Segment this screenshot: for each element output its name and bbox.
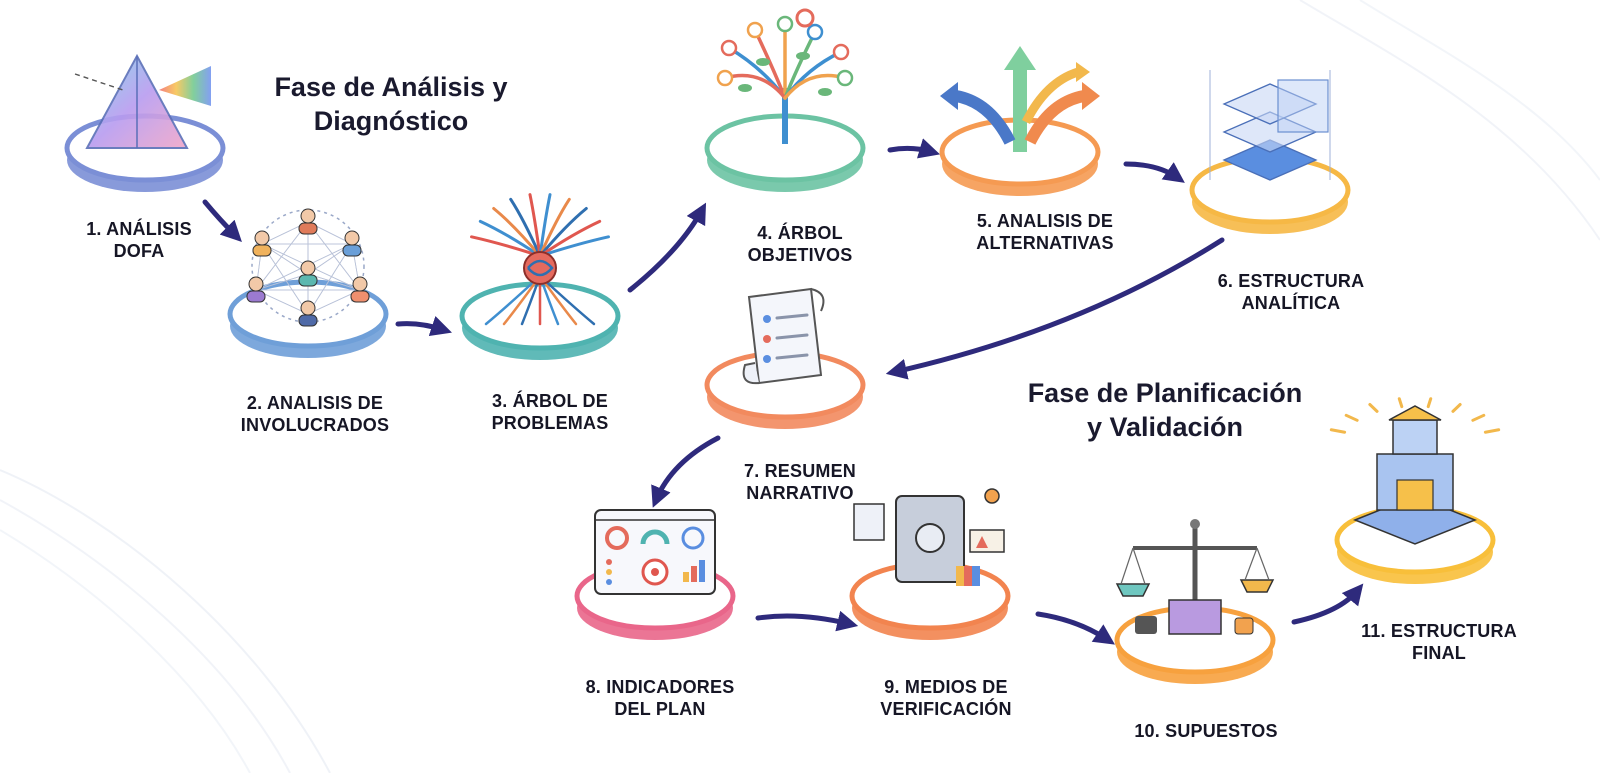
- phase-title-line: y Validación: [1086, 412, 1244, 442]
- step-label-3: 3. ÁRBOL DE PROBLEMAS: [470, 390, 630, 434]
- arrow-1-to-2: [202, 199, 242, 242]
- step-11-node: [1329, 397, 1501, 584]
- problem-tree-icon: [470, 193, 610, 326]
- phase-title-line: Diagnóstico: [313, 106, 469, 136]
- building-icon: [1329, 397, 1501, 545]
- arrow-5-to-6: [1123, 161, 1185, 183]
- step-label-line: 8. INDICADORES: [585, 677, 735, 697]
- step-label-line: VERIFICACIÓN: [880, 699, 1012, 719]
- arrow-7-to-8: [651, 435, 721, 508]
- step-label-line: 5. ANALISIS DE: [976, 211, 1114, 231]
- step-3-node: [459, 193, 621, 360]
- step-label-10: 10. SUPUESTOS: [1116, 720, 1296, 742]
- arrow-8-to-9: [755, 610, 859, 632]
- step-10-node: [1114, 519, 1276, 684]
- balance-scale-icon: [1115, 519, 1275, 635]
- phase-title-analysis: Fase de Análisis y Diagnóstico: [246, 70, 536, 138]
- arrow-10-to-11: [1291, 583, 1364, 625]
- step-label-line: 3. ÁRBOL DE: [492, 391, 608, 411]
- step-label-line: 4. ÁRBOL: [757, 223, 843, 243]
- step-label-line: FINAL: [1412, 643, 1466, 663]
- step-2-node: [227, 208, 389, 358]
- step-1-node: [64, 53, 226, 192]
- step-label-line: 2. ANALISIS DE: [246, 393, 384, 413]
- step-label-4: 4. ÁRBOL OBJETIVOS: [720, 222, 880, 266]
- step-label-line: DEL PLAN: [614, 699, 706, 719]
- flow-arrows: [202, 138, 1364, 645]
- step-8-node: [574, 509, 736, 640]
- phase-title-line: Fase de Análisis y: [274, 72, 508, 102]
- step-label-line: NARRATIVO: [746, 483, 854, 503]
- step-label-line: 11. ESTRUCTURA: [1361, 621, 1517, 641]
- step-9-node: [849, 488, 1011, 640]
- step-4-node: [704, 8, 866, 192]
- step-label-line: 7. RESUMEN: [743, 461, 857, 481]
- arrow-3-to-4: [627, 202, 707, 293]
- step-label-8: 8. INDICADORES DEL PLAN: [570, 676, 750, 720]
- step-label-line: 6. ESTRUCTURA: [1217, 271, 1365, 291]
- phase-title-planning: Fase de Planificación y Validación: [1000, 376, 1330, 444]
- step-label-line: 1. ANÁLISIS: [86, 219, 192, 239]
- document-scroll-icon: [742, 287, 825, 385]
- layered-blueprint-icon: [1209, 70, 1331, 181]
- step-label-7: 7. RESUMEN NARRATIVO: [720, 460, 880, 504]
- step-label-line: INVOLUCRADOS: [240, 415, 390, 435]
- branching-arrows-icon: [940, 46, 1100, 152]
- arrow-9-to-10: [1035, 611, 1115, 645]
- step-label-line: DOFA: [113, 241, 165, 261]
- arrow-2-to-3: [395, 316, 452, 336]
- step-label-11: 11. ESTRUCTURA FINAL: [1344, 620, 1534, 664]
- step-label-2: 2. ANALISIS DE INVOLUCRADOS: [220, 392, 410, 436]
- step-label-line: ANALÍTICA: [1241, 293, 1341, 313]
- step-label-line: 9. MEDIOS DE: [884, 677, 1008, 697]
- prism-icon: [74, 53, 211, 149]
- arrow-4-to-5: [887, 138, 941, 159]
- step-label-line: 10. SUPUESTOS: [1134, 721, 1278, 741]
- step-label-9: 9. MEDIOS DE VERIFICACIÓN: [856, 676, 1036, 720]
- step-label-line: ALTERNATIVAS: [976, 233, 1114, 253]
- step-6-node: [1189, 70, 1351, 234]
- step-label-1: 1. ANÁLISIS DOFA: [64, 218, 214, 262]
- phase-title-line: Fase de Planificación: [1027, 378, 1303, 408]
- step-label-line: PROBLEMAS: [491, 413, 609, 433]
- objectives-tree-icon: [716, 8, 854, 144]
- step-label-5: 5. ANALISIS DE ALTERNATIVAS: [950, 210, 1140, 254]
- people-network-icon: [246, 208, 370, 327]
- vault-icon: [853, 488, 1005, 586]
- dashboard-icon: [594, 509, 716, 595]
- step-5-node: [939, 46, 1101, 196]
- step-7-node: [704, 287, 866, 429]
- step-label-6: 6. ESTRUCTURA ANALÍTICA: [1196, 270, 1386, 314]
- step-label-line: OBJETIVOS: [747, 245, 853, 265]
- arrow-6-to-7: [885, 237, 1225, 380]
